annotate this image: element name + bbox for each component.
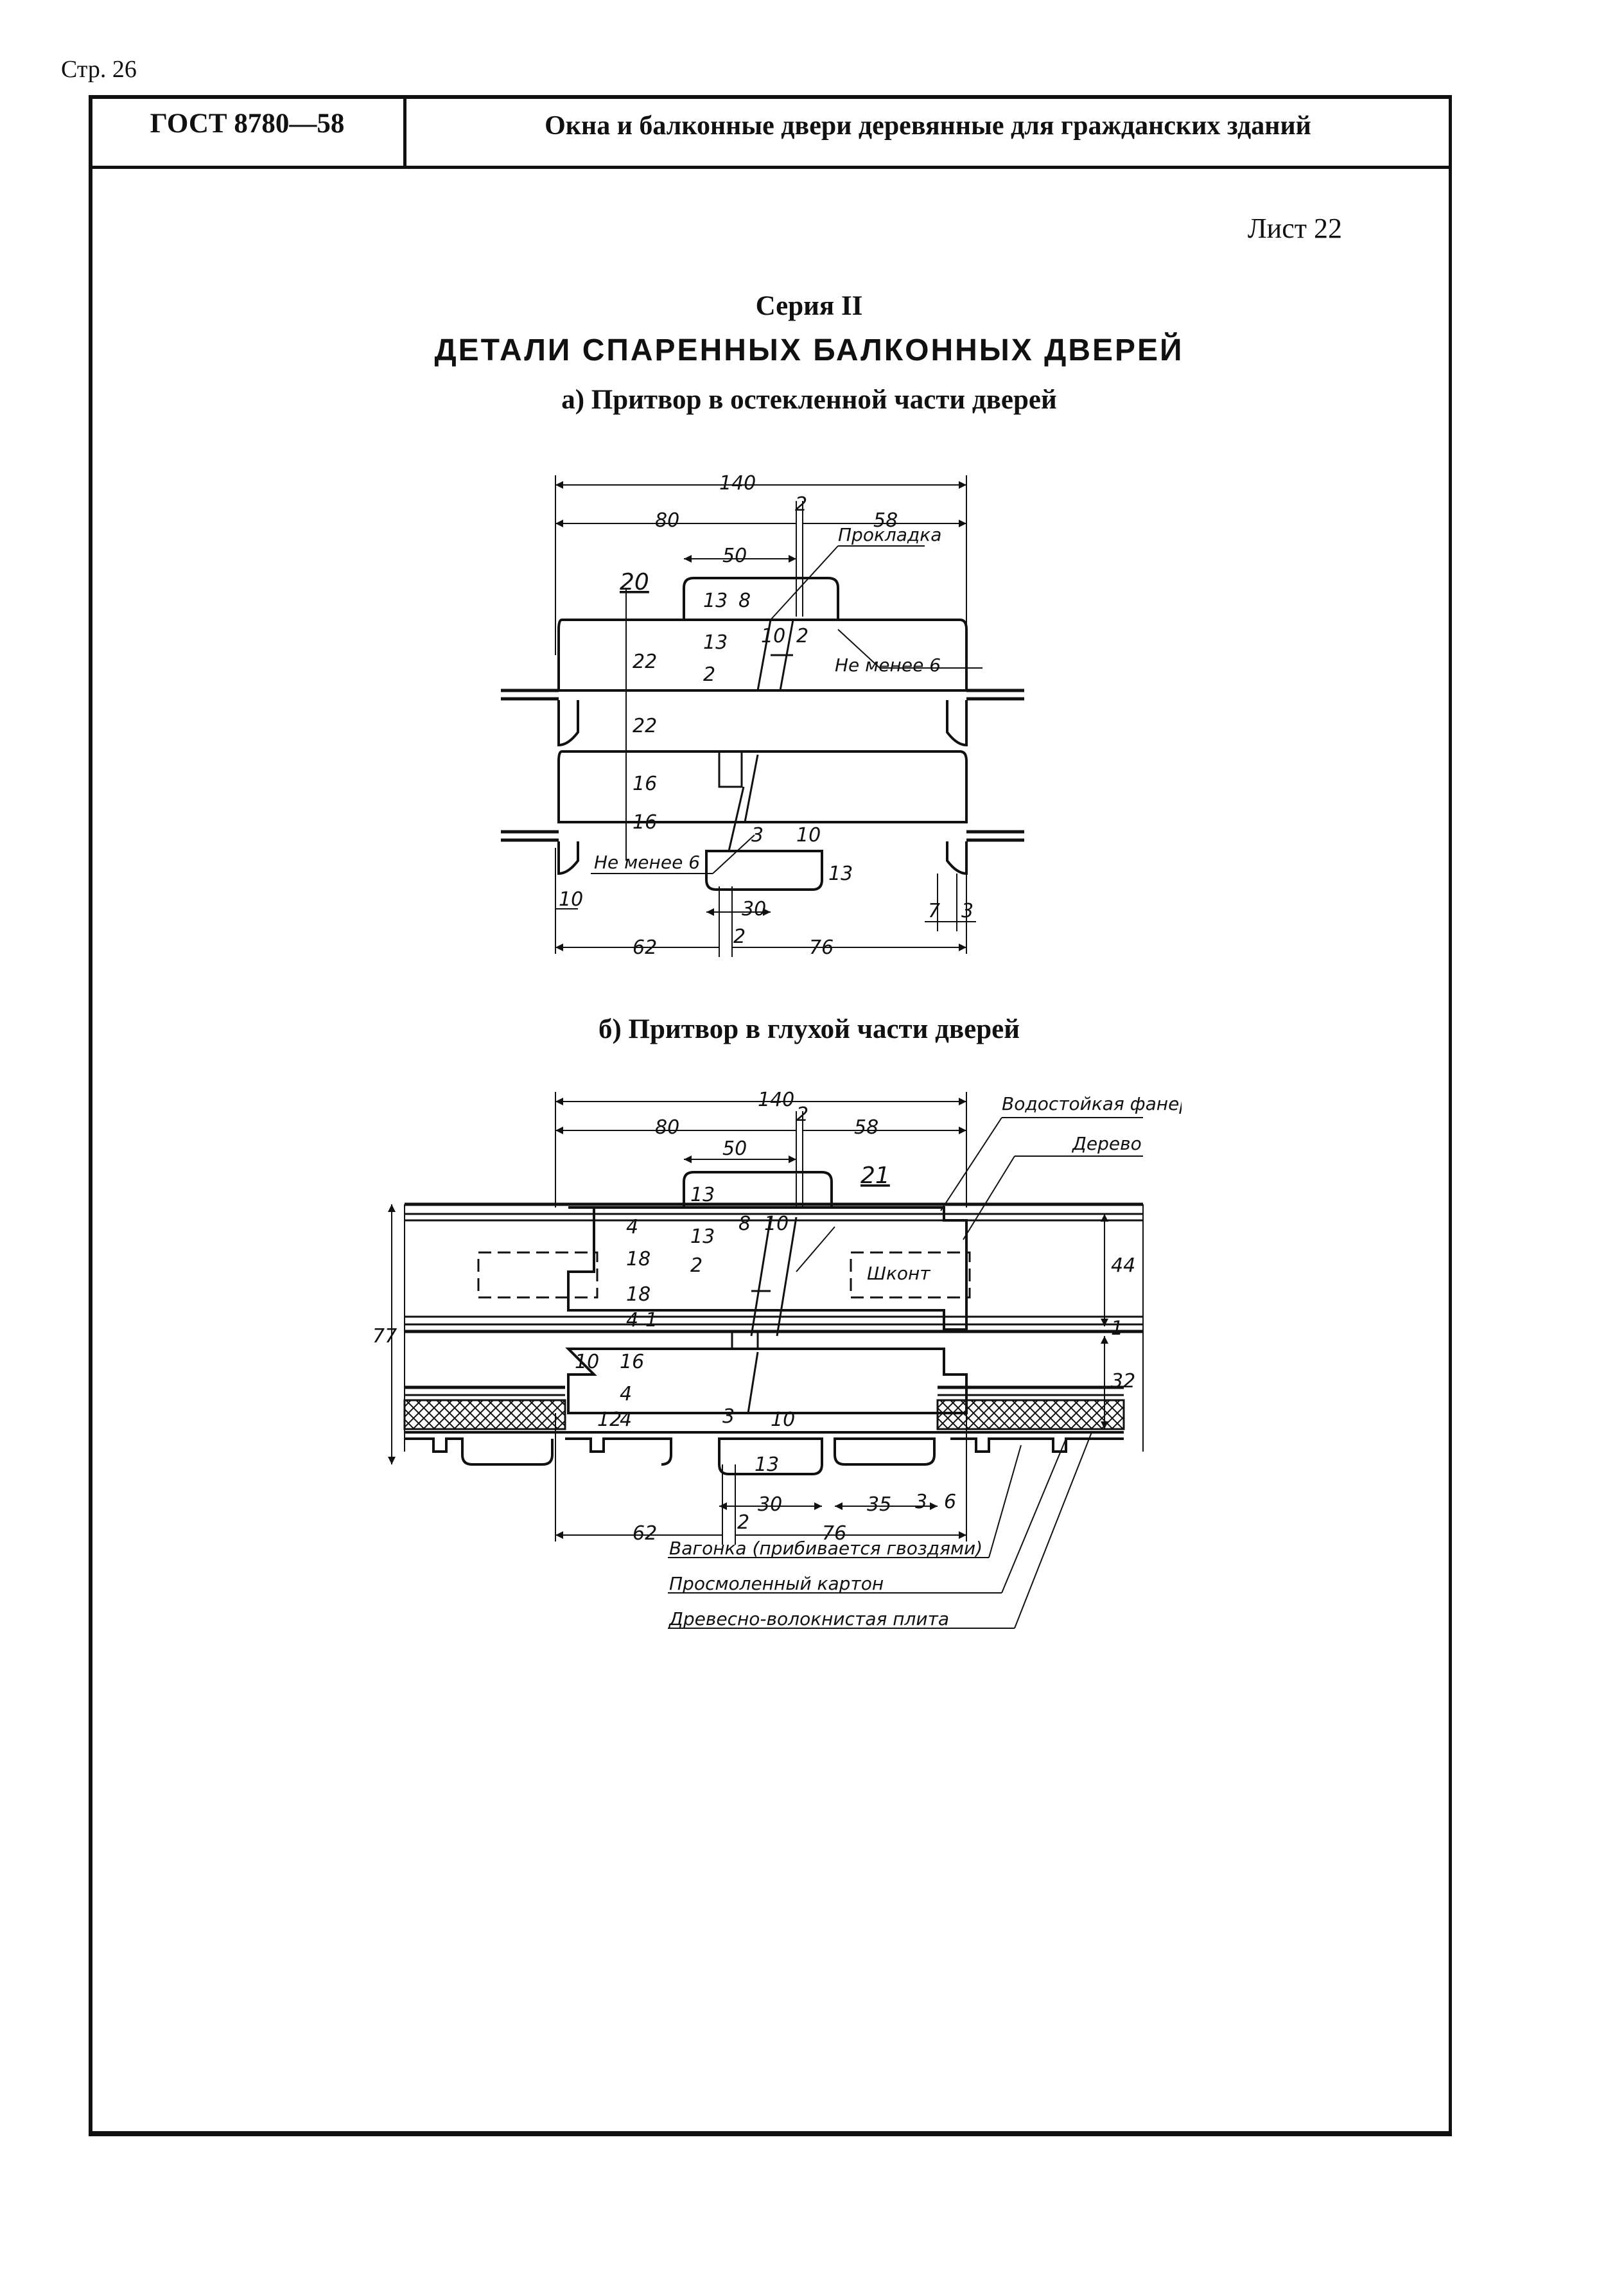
- dim-a-10: 10: [761, 625, 785, 647]
- dim-b-8: 8: [738, 1213, 751, 1235]
- dim-a-13b: 13: [703, 631, 728, 654]
- standard-title: Окна и балконные двери деревянные для гр…: [545, 111, 1311, 141]
- header-rule: [89, 166, 1452, 169]
- dim-a-2-top: 2: [795, 493, 807, 516]
- frame-left-border: [89, 95, 92, 2136]
- drawing-b-solid-rebate: 140 80 2 58 50 13 13 8 10 2 21 Водостойк…: [372, 1089, 1182, 1629]
- dim-b-77: 77: [372, 1325, 397, 1348]
- dim-b-13a: 13: [690, 1184, 715, 1206]
- dim-a-58: 58: [873, 509, 898, 532]
- dim-a-7: 7: [928, 900, 940, 922]
- dim-a-16a: 16: [633, 773, 657, 795]
- frame-top-border: [89, 95, 1452, 99]
- dim-b-4a: 4: [626, 1216, 638, 1238]
- dim-a-8: 8: [738, 590, 751, 612]
- dim-b-4d: 4: [620, 1409, 632, 1431]
- label-plywood: Водостойкая фанера: [1002, 1093, 1182, 1114]
- section-b-caption: б) Притвор в глухой части дверей: [598, 1014, 1020, 1044]
- dim-b-4b: 4: [626, 1309, 638, 1331]
- dim-a-2c: 2: [703, 663, 715, 686]
- dim-b-18a: 18: [626, 1248, 650, 1270]
- dim-a-16b: 16: [633, 811, 657, 834]
- label-min-6-bottom: Не менее 6: [594, 852, 700, 873]
- dim-b-140: 140: [758, 1089, 794, 1111]
- label-part-20: 20: [620, 569, 649, 595]
- dim-b-13c: 13: [755, 1454, 779, 1476]
- dim-a-3: 3: [751, 824, 764, 847]
- label-part-21: 21: [860, 1163, 890, 1189]
- sheet-number: Лист 22: [1247, 213, 1342, 244]
- dim-b-32: 32: [1111, 1370, 1135, 1392]
- dim-b-3b: 3: [915, 1491, 927, 1513]
- standard-number: ГОСТ 8780—58: [150, 109, 345, 139]
- label-cardboard: Просмоленный картон: [669, 1573, 884, 1594]
- dim-a-2d: 2: [733, 926, 746, 948]
- dim-b-58: 58: [854, 1116, 878, 1139]
- drawing-a-glazed-rebate: 140 80 2 58 50 Прокладка 20 13 8 13 10 2…: [501, 472, 1024, 959]
- header-divider: [403, 95, 406, 167]
- dim-b-50: 50: [722, 1138, 747, 1160]
- dim-b-12: 12: [597, 1409, 622, 1431]
- dim-b-3: 3: [722, 1405, 735, 1428]
- dim-a-62: 62: [633, 936, 657, 959]
- label-lining: Вагонка (прибивается гвоздями): [669, 1538, 982, 1559]
- dim-b-10b: 10: [575, 1351, 599, 1373]
- dim-b-80: 80: [655, 1116, 679, 1139]
- dim-b-62: 62: [633, 1522, 657, 1545]
- dim-b-35: 35: [867, 1493, 891, 1516]
- label-fiberboard: Древесно-волокнистая плита: [668, 1608, 949, 1629]
- series-label: Серия II: [755, 291, 863, 321]
- label-dowel: Шконт: [867, 1263, 930, 1284]
- main-title: ДЕТАЛИ СПАРЕННЫХ БАЛКОННЫХ ДВЕРЕЙ: [434, 333, 1184, 367]
- dim-b-30: 30: [758, 1493, 782, 1516]
- dim-a-22a: 22: [633, 651, 657, 673]
- dim-a-13a: 13: [703, 590, 728, 612]
- dim-b-4c: 4: [620, 1383, 632, 1405]
- dim-b-2c: 2: [737, 1511, 749, 1534]
- dim-a-3b: 3: [961, 900, 974, 922]
- label-gasket: Прокладка: [838, 524, 941, 545]
- dim-b-18b: 18: [626, 1283, 650, 1306]
- dim-a-80: 80: [655, 509, 679, 532]
- dim-a-140: 140: [719, 472, 756, 495]
- dim-b-44: 44: [1111, 1254, 1135, 1277]
- dim-a-76: 76: [809, 936, 834, 959]
- dim-b-13b: 13: [690, 1225, 715, 1248]
- dim-b-1: 1: [645, 1309, 658, 1331]
- label-min-6-top: Не менее 6: [835, 654, 941, 676]
- dim-b-2b: 2: [690, 1254, 703, 1277]
- dim-b-76: 76: [822, 1522, 846, 1545]
- frame-bottom-border: [89, 2131, 1452, 2136]
- dim-b-1b: 1: [1111, 1317, 1123, 1340]
- page-number: Стр. 26: [61, 56, 137, 83]
- dim-a-10c: 10: [559, 888, 583, 911]
- dim-a-2b: 2: [796, 625, 808, 647]
- dim-b-2: 2: [796, 1103, 808, 1126]
- dim-a-30: 30: [742, 898, 766, 920]
- label-wood: Дерево: [1071, 1133, 1142, 1154]
- dim-b-16: 16: [620, 1351, 644, 1373]
- dim-a-22b: 22: [633, 715, 657, 737]
- dim-a-50: 50: [722, 545, 747, 567]
- dim-b-6: 6: [944, 1491, 956, 1513]
- section-a-caption: а) Притвор в остекленной части дверей: [561, 385, 1057, 415]
- dim-b-10c: 10: [771, 1409, 795, 1431]
- dim-a-13c: 13: [828, 863, 853, 885]
- dim-b-10: 10: [764, 1213, 789, 1235]
- dim-a-10b: 10: [796, 824, 821, 847]
- frame-right-border: [1449, 95, 1452, 2136]
